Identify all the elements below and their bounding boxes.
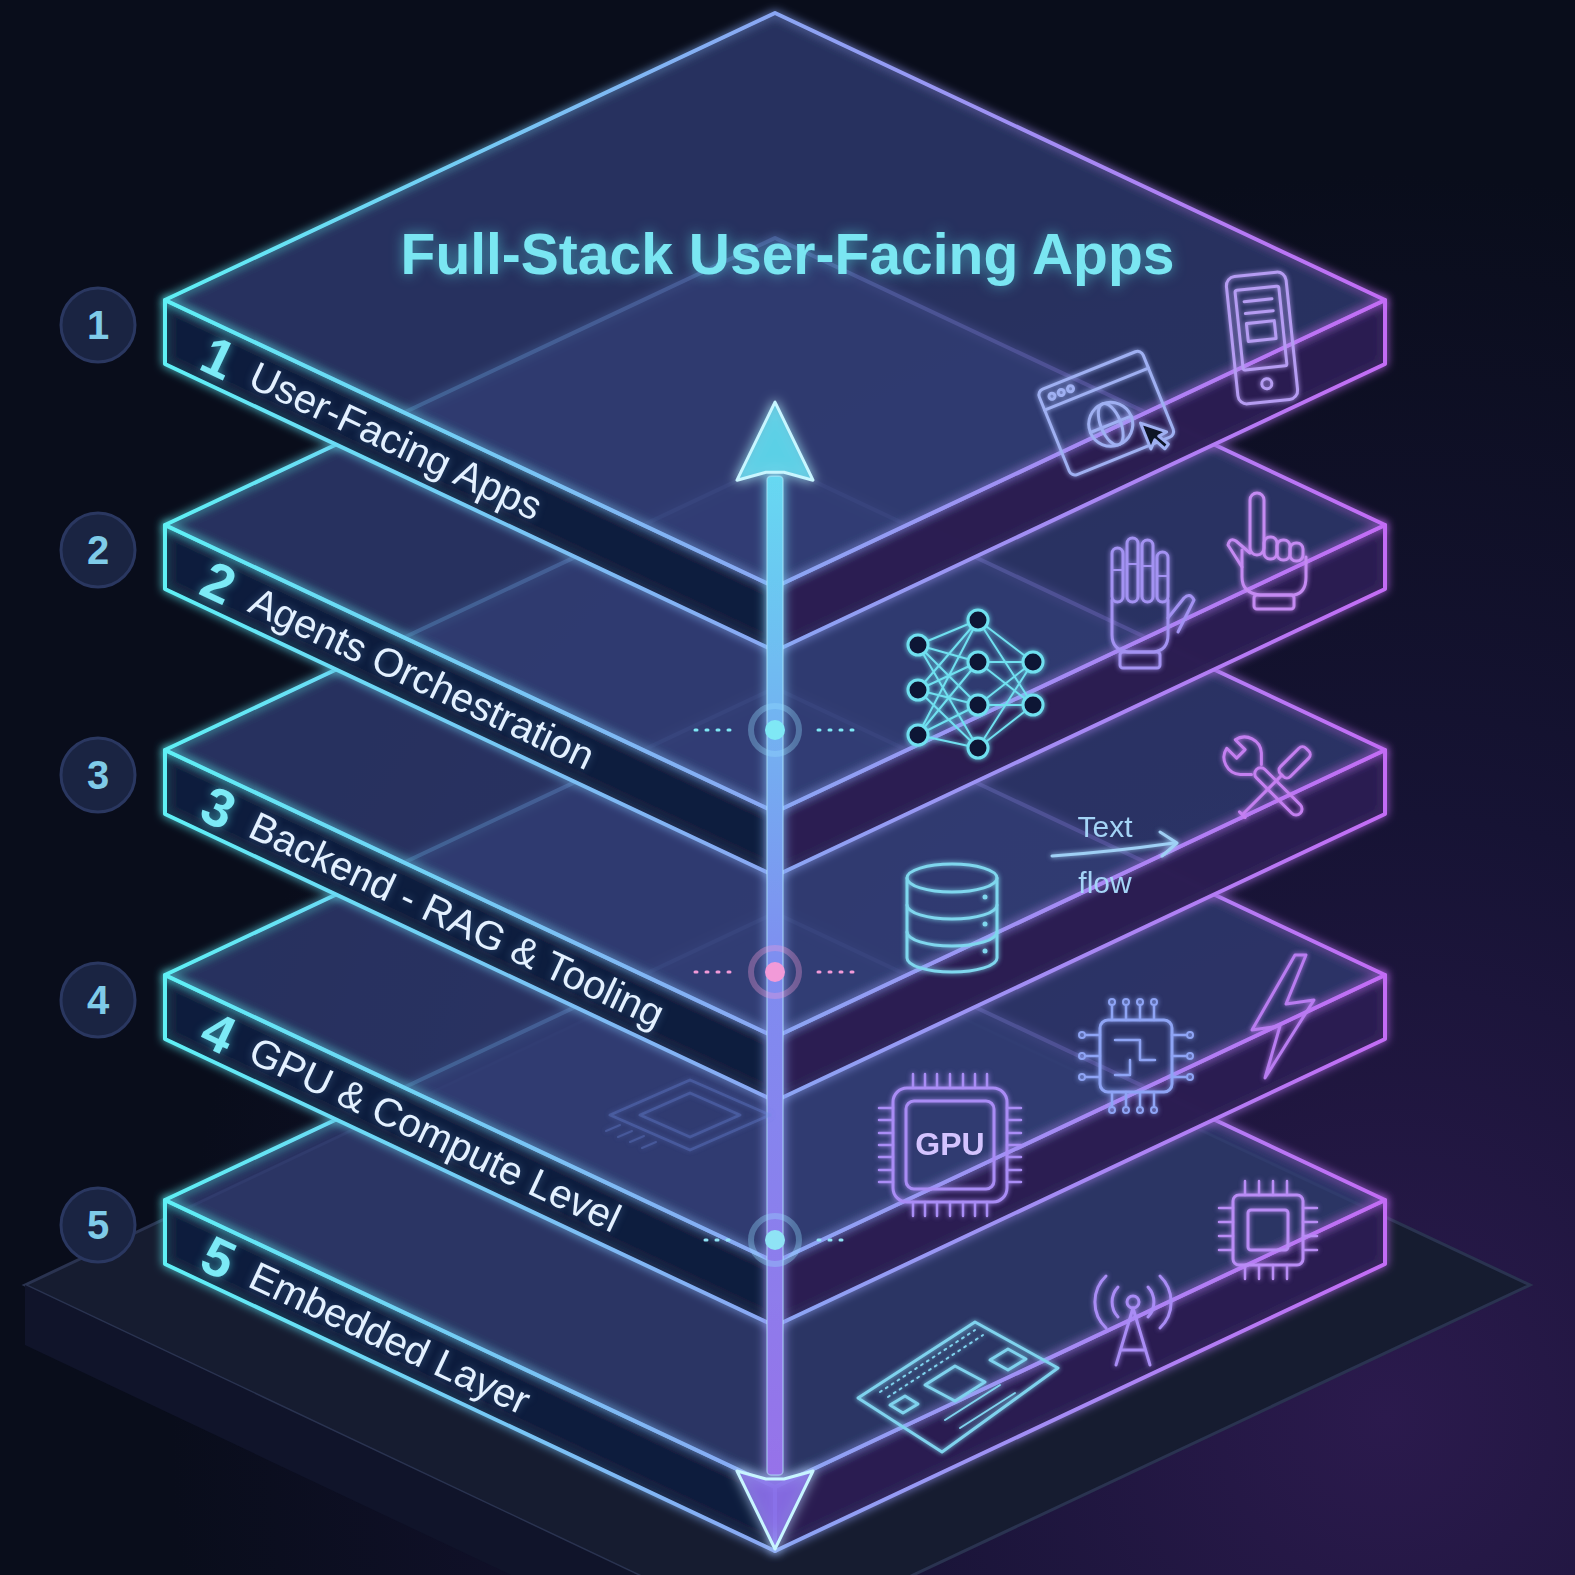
layer-number: 3 <box>194 776 244 838</box>
layer-label-row: 1User-Facing Apps <box>194 326 552 532</box>
layer-name: Embedded Layer <box>244 1255 537 1421</box>
layer-name: GPU & Compute Level <box>244 1030 627 1238</box>
label-wrap: 2 <box>58 528 138 572</box>
callout-number: 1 <box>58 303 138 347</box>
callout-number: 3 <box>58 753 138 797</box>
slab-top-face <box>165 913 1385 1487</box>
layer-label-row: 5Embedded Layer <box>194 1226 540 1427</box>
layer-number: 5 <box>194 1226 244 1288</box>
title-wrap: Full-Stack User-Facing Apps <box>0 222 1575 288</box>
layer-name: User-Facing Apps <box>244 355 549 527</box>
label-wrap: 4 <box>58 978 138 1022</box>
layer-slab <box>165 913 1385 1551</box>
stack-layer: 2Agents Orchestration <box>165 238 1385 876</box>
layer-name: Backend - RAG & Tooling <box>244 805 671 1034</box>
layer-slab <box>165 238 1385 876</box>
label-wrap: GPU <box>908 1127 992 1162</box>
layer-slab <box>165 13 1385 651</box>
layer-label-row: 2Agents Orchestration <box>194 551 604 782</box>
stack-layer: 5Embedded Layer <box>165 913 1385 1551</box>
layer-label-row: 4GPU & Compute Level <box>194 1001 630 1244</box>
layer-label-row: 3Backend - RAG & Tooling <box>194 776 674 1040</box>
layer-name: Agents Orchestration <box>244 580 601 776</box>
layer-slab <box>165 463 1385 1101</box>
label-wrap: 3 <box>58 753 138 797</box>
label-wrap: Text flow <box>1055 799 1155 911</box>
stack-layer: 4GPU & Compute Level <box>165 688 1385 1326</box>
layer-number: 2 <box>194 551 244 613</box>
callout-number: 5 <box>58 1203 138 1247</box>
layer-number: 4 <box>194 1001 244 1063</box>
label-wrap: 5 <box>58 1203 138 1247</box>
stack-layer: 3Backend - RAG & Tooling <box>165 463 1385 1101</box>
stack-layer: 1User-Facing Apps <box>165 13 1385 651</box>
callout-number: 4 <box>58 978 138 1022</box>
chip-label: GPU <box>908 1127 992 1162</box>
layer-number: 1 <box>194 326 244 388</box>
diagram-title: Full-Stack User-Facing Apps <box>401 222 1175 288</box>
label-wrap: 1 <box>58 303 138 347</box>
callout-number: 2 <box>58 528 138 572</box>
layer-slab <box>165 688 1385 1326</box>
icon-caption: Text flow <box>1055 799 1155 911</box>
